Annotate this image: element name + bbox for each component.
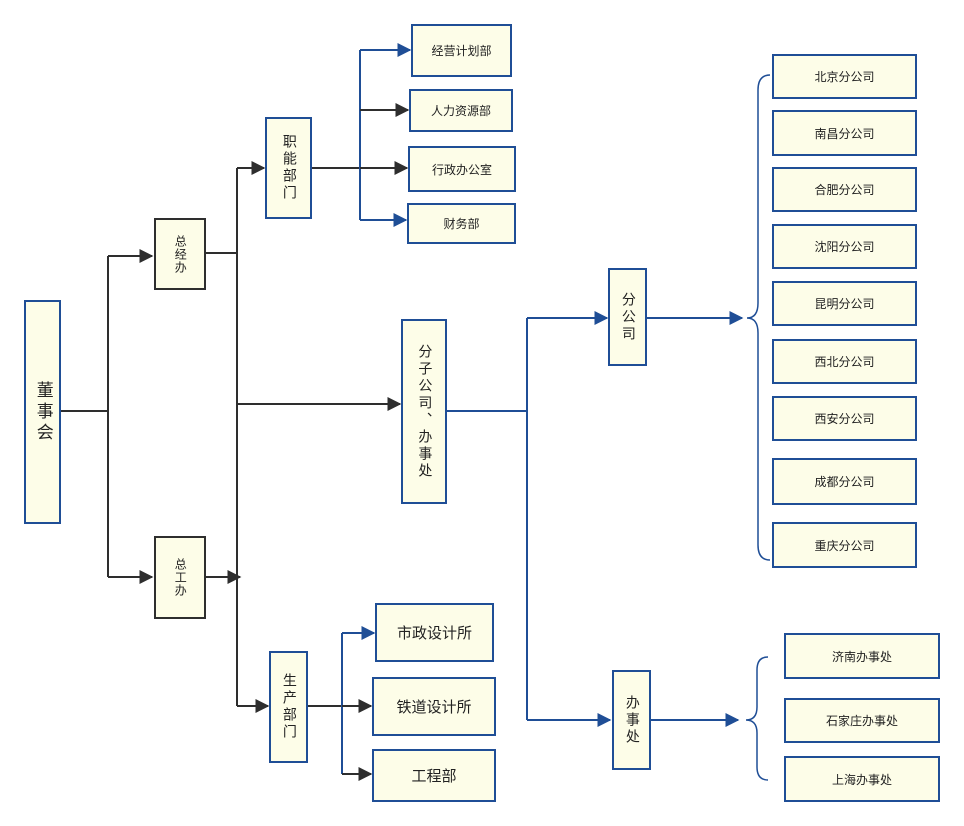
office-label: 上海办事处 xyxy=(831,772,892,787)
functional-child-finance[interactable]: 财务部 xyxy=(407,203,516,244)
branch-hefei[interactable]: 合肥分公司 xyxy=(772,167,917,212)
functional-dept-label: 职能部门 xyxy=(280,134,297,202)
branches-box[interactable]: 分公司 xyxy=(608,268,647,366)
branch-offices-box[interactable]: 分子公司、办事处 xyxy=(401,319,447,504)
functional-child-label: 行政办公室 xyxy=(431,162,492,177)
production-child-engineering[interactable]: 工程部 xyxy=(372,749,496,802)
engineering-office-box[interactable]: 总工办 xyxy=(154,536,206,619)
production-child-municipal[interactable]: 市政设计所 xyxy=(375,603,494,662)
branches-label: 分公司 xyxy=(619,291,636,343)
branch-label: 成都分公司 xyxy=(814,475,875,489)
branch-label: 合肥分公司 xyxy=(814,183,875,197)
branch-kunming[interactable]: 昆明分公司 xyxy=(772,281,917,326)
branch-nanchang[interactable]: 南昌分公司 xyxy=(772,110,917,156)
office-label: 济南办事处 xyxy=(831,649,892,664)
office-label: 石家庄办事处 xyxy=(825,714,898,728)
connector-functional xyxy=(312,43,412,227)
functional-child-label: 经营计划部 xyxy=(431,44,492,58)
board-box[interactable]: 董事会 xyxy=(24,300,61,524)
office-shijiazhuang[interactable]: 石家庄办事处 xyxy=(784,698,940,743)
functional-dept-box[interactable]: 职能部门 xyxy=(265,117,312,219)
production-dept-label: 生产部门 xyxy=(280,673,297,741)
branch-northwest[interactable]: 西北分公司 xyxy=(772,339,917,384)
production-dept-box[interactable]: 生产部门 xyxy=(269,651,308,763)
branch-label: 昆明分公司 xyxy=(814,297,875,311)
branch-label: 西安分公司 xyxy=(814,412,875,426)
branch-label: 沈阳分公司 xyxy=(814,240,875,254)
branch-chengdu[interactable]: 成都分公司 xyxy=(772,458,917,505)
branch-shenyang[interactable]: 沈阳分公司 xyxy=(772,224,917,269)
production-child-label: 工程部 xyxy=(411,767,457,785)
functional-child-hr[interactable]: 人力资源部 xyxy=(409,89,513,132)
functional-child-admin[interactable]: 行政办公室 xyxy=(408,146,516,192)
branch-beijing[interactable]: 北京分公司 xyxy=(772,54,917,99)
production-child-label: 市政设计所 xyxy=(396,624,472,642)
branch-label: 西北分公司 xyxy=(814,355,875,369)
functional-child-label: 人力资源部 xyxy=(430,104,491,118)
production-child-railway[interactable]: 铁道设计所 xyxy=(372,677,496,736)
connector-production xyxy=(307,626,376,781)
general-office-box[interactable]: 总经办 xyxy=(154,218,206,290)
functional-child-planning[interactable]: 经营计划部 xyxy=(411,24,512,77)
branch-offices-label: 分子公司、办事处 xyxy=(416,343,433,480)
connector-root xyxy=(60,249,154,584)
branch-label: 重庆分公司 xyxy=(814,538,875,553)
branch-label: 北京分公司 xyxy=(814,70,875,84)
branch-chongqing[interactable]: 重庆分公司 xyxy=(772,522,917,568)
office-jinan[interactable]: 济南办事处 xyxy=(784,633,940,679)
brace-branches xyxy=(746,74,771,561)
offices-box[interactable]: 办事处 xyxy=(612,670,651,770)
branch-label: 南昌分公司 xyxy=(814,126,875,141)
connector-management xyxy=(205,161,402,713)
general-office-label: 总经办 xyxy=(173,234,188,274)
production-child-label: 铁道设计所 xyxy=(396,698,472,716)
engineering-office-label: 总工办 xyxy=(173,558,188,597)
connector-branches xyxy=(446,311,744,727)
office-shanghai[interactable]: 上海办事处 xyxy=(784,756,940,802)
functional-child-label: 财务部 xyxy=(443,217,480,231)
offices-label: 办事处 xyxy=(623,694,640,746)
brace-offices xyxy=(745,656,769,781)
board-label: 董事会 xyxy=(32,380,53,444)
branch-xian[interactable]: 西安分公司 xyxy=(772,396,917,441)
